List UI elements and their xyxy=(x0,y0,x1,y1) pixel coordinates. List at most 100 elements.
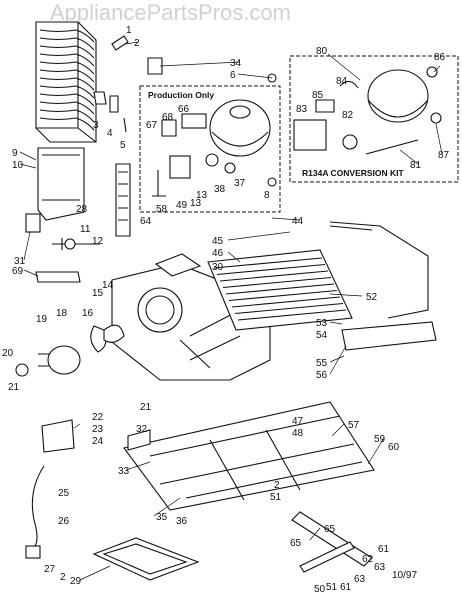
callout-8: 8 xyxy=(264,190,270,201)
callout-12: 12 xyxy=(92,236,104,247)
callout-59: 59 xyxy=(374,434,386,445)
callout-63a: 63 xyxy=(374,562,386,573)
callout-13b: 13 xyxy=(190,198,202,209)
bracket-69 xyxy=(35,271,81,283)
terminal-block-22 xyxy=(41,419,75,453)
callout-32: 32 xyxy=(136,424,148,435)
callout-30: 30 xyxy=(212,262,224,273)
watermark-text: AppliancePartsPros.com xyxy=(50,0,291,25)
callout-58: 58 xyxy=(156,204,168,215)
bracket-30 xyxy=(154,253,202,277)
air-duct xyxy=(115,163,131,237)
callout-61b: 61 xyxy=(340,582,352,593)
power-cord-26 xyxy=(25,465,45,559)
drier-81 xyxy=(365,139,419,155)
callout-11: 11 xyxy=(80,224,91,235)
callout-2: 2 xyxy=(134,38,140,49)
callout-64: 64 xyxy=(140,216,152,227)
callout-61a: 61 xyxy=(378,544,390,555)
callout-35: 35 xyxy=(156,512,168,523)
callout-31: 31 xyxy=(14,256,26,267)
callout-87: 87 xyxy=(438,150,450,161)
callout-65b: 65 xyxy=(290,538,302,549)
screw-1 xyxy=(111,35,129,51)
wire-58 xyxy=(152,170,166,197)
callout-26: 26 xyxy=(58,516,70,527)
clip-37 xyxy=(224,162,236,174)
callout-2c: 2 xyxy=(274,480,280,491)
clip-10 xyxy=(93,91,107,105)
callout-67: 67 xyxy=(146,120,158,131)
conversion-kit-label: R134A CONVERSION KIT xyxy=(302,168,405,178)
cap-34 xyxy=(147,57,163,75)
grommet-87 xyxy=(430,112,442,124)
callout-85: 85 xyxy=(312,90,324,101)
condenser-coil-46 xyxy=(207,249,353,331)
callout-81: 81 xyxy=(410,160,422,171)
bracket-56 xyxy=(341,321,437,351)
relay-83 xyxy=(293,119,327,151)
callout-9: 9 xyxy=(12,148,18,159)
callout-62: 62 xyxy=(362,554,374,565)
grommet-8 xyxy=(267,177,277,187)
callout-4: 4 xyxy=(107,128,113,139)
callout-68: 68 xyxy=(162,112,174,123)
callout-56: 56 xyxy=(316,370,328,381)
callout-82: 82 xyxy=(342,110,354,121)
callout-48: 48 xyxy=(292,428,304,439)
callout-27: 27 xyxy=(44,564,56,575)
clip-67 xyxy=(161,119,177,137)
callout-23: 23 xyxy=(92,424,104,435)
callout-83: 83 xyxy=(296,104,308,115)
callout-55: 55 xyxy=(316,358,328,369)
rod-11 xyxy=(52,238,100,250)
callout-45: 45 xyxy=(212,236,224,247)
production-only-label: Production Only xyxy=(148,90,214,100)
callout-65a: 65 xyxy=(324,524,336,535)
callout-33: 33 xyxy=(118,466,130,477)
grommet-12 xyxy=(64,238,76,250)
callout-51a: 51 xyxy=(270,492,282,503)
clip-4 xyxy=(109,95,119,113)
callout-10: 10 xyxy=(12,160,24,171)
callout-6: 6 xyxy=(230,70,236,81)
callout-84: 84 xyxy=(336,76,348,87)
production-only-box: Production Only xyxy=(139,85,281,213)
conversion-kit-box: R134A CONVERSION KIT xyxy=(289,55,459,183)
callout-66: 66 xyxy=(178,104,190,115)
drain-pan-29 xyxy=(92,537,200,581)
callout-2b: 2 xyxy=(60,572,66,583)
rail-50 xyxy=(299,541,355,573)
grommet-82 xyxy=(342,134,358,150)
callout-57: 57 xyxy=(348,420,360,431)
clip-31 xyxy=(25,213,41,233)
callout-labels: 1 2 3 4 5 6 8 9 10 11 12 13 14 15 16 18 … xyxy=(2,25,450,595)
relay-66 xyxy=(181,113,207,129)
callout-22: 22 xyxy=(92,412,104,423)
callout-36: 36 xyxy=(176,516,188,527)
callout-54: 54 xyxy=(316,330,328,341)
condenser-grille xyxy=(37,147,85,221)
heat-exchanger-52 xyxy=(329,221,429,319)
callout-34: 34 xyxy=(230,58,242,69)
callout-20: 20 xyxy=(2,348,14,359)
callout-14: 14 xyxy=(102,280,114,291)
callout-1: 1 xyxy=(126,25,132,36)
callout-21b: 21 xyxy=(140,402,152,413)
callout-47: 47 xyxy=(292,416,304,427)
callout-29: 29 xyxy=(70,576,82,587)
leader-lines xyxy=(19,41,443,581)
callout-44: 44 xyxy=(292,216,304,227)
clip-32 xyxy=(127,429,151,451)
grommet-38 xyxy=(205,153,219,167)
callout-38: 38 xyxy=(214,184,226,195)
callout-16: 16 xyxy=(82,308,94,319)
callout-25: 25 xyxy=(58,488,70,499)
callout-24: 24 xyxy=(92,436,104,447)
callout-21a: 21 xyxy=(8,382,20,393)
callout-28: 28 xyxy=(76,204,88,215)
callout-52: 52 xyxy=(366,292,378,303)
overload-85 xyxy=(315,99,335,113)
date-code: 10/97 xyxy=(392,570,417,581)
